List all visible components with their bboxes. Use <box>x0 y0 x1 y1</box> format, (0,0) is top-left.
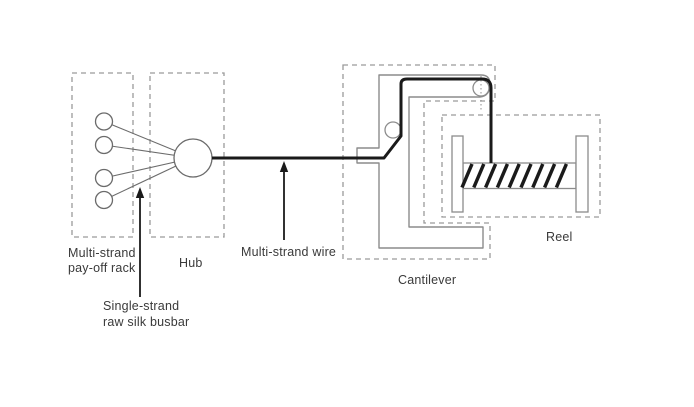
payoff-bobbins <box>94 112 114 210</box>
coil-turn <box>495 163 510 189</box>
reel-boundary <box>441 114 601 218</box>
bobbin-circle-3 <box>94 168 114 188</box>
coil-turn <box>519 163 533 189</box>
coil-turn <box>542 163 557 189</box>
wire-arrowhead <box>279 161 289 172</box>
coil-turn <box>460 163 474 189</box>
busbar-label-line1: Single-strand <box>103 299 180 313</box>
cantilever-boundary <box>342 64 496 260</box>
hub-label: Hub <box>179 256 203 270</box>
coil-hatch <box>460 163 569 189</box>
busbar-arrowhead <box>135 187 145 198</box>
bobbin-circle-1 <box>94 112 114 131</box>
lower-guide-pulley <box>384 121 402 139</box>
coil-turn <box>554 163 569 189</box>
payoff-rack-boundary <box>71 72 134 238</box>
bobbin-circle-2 <box>94 135 114 155</box>
cantilever-label: Cantilever <box>398 273 457 287</box>
busbar-arrow <box>135 187 145 297</box>
coil-turn <box>472 163 486 189</box>
multi-strand-wire-label: Multi-strand wire <box>241 245 337 259</box>
coil-turn <box>531 163 545 189</box>
coil-turn <box>483 163 498 189</box>
reel-flange-left <box>451 135 464 213</box>
coil-turn <box>507 163 521 189</box>
wire-arrow <box>279 161 289 240</box>
wire-path <box>212 77 493 163</box>
hub-boundary <box>149 72 225 238</box>
hub-circle <box>173 138 213 178</box>
reel-label: Reel <box>546 230 573 244</box>
reel-flange-right <box>575 135 589 213</box>
busbar-label-line2: raw silk busbar <box>103 315 190 329</box>
payoff-rack-label-line2: pay-off rack <box>68 261 136 275</box>
payoff-rack-label-line1: Multi-strand <box>68 246 136 260</box>
bobbin-circle-4 <box>94 190 114 210</box>
